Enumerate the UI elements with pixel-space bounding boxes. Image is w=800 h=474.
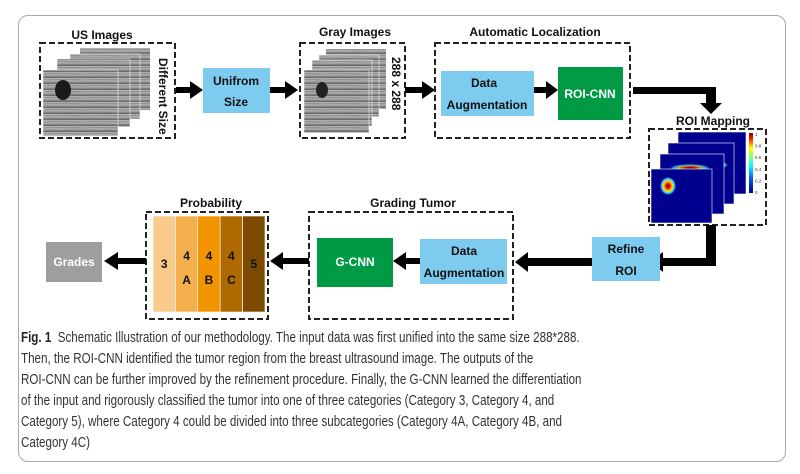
grading-tumor-box	[308, 211, 514, 320]
automatic-localization-title: Automatic Localization	[469, 25, 600, 39]
gray-images-group: Gray Images 288 x 288	[299, 25, 406, 139]
probability-bar-sublabel: B	[205, 273, 214, 287]
probability-bar-sublabel: A	[182, 273, 191, 287]
gray-images-title: Gray Images	[319, 25, 391, 39]
colorbar-tick-label: 0.4	[755, 167, 762, 172]
colorbar-tick-label: 0.2	[755, 178, 762, 183]
probability-bar-label: 4	[206, 249, 213, 263]
probability-bar-label: 5	[250, 257, 257, 271]
roi-cnn-box: ROI-CNN	[558, 67, 623, 120]
size-288-label: 288 x 288	[389, 57, 403, 111]
caption-line: Category 5), where Category 4 could be d…	[21, 414, 562, 430]
data-augmentation-label-1: Data	[471, 76, 497, 90]
gray-image-stack	[303, 49, 386, 134]
g-cnn-label: G-CNN	[335, 255, 374, 269]
arrow-right-icon	[534, 81, 558, 99]
arrow-left-icon	[393, 252, 420, 270]
gray-images-box	[299, 42, 406, 139]
data-augmentation-label-1: Data	[451, 244, 477, 258]
colorbar-tick-label: 0.8	[755, 144, 762, 149]
caption-line: Category 4C)	[21, 435, 90, 451]
colorbar-ticks: 1 0.8 0.6 0.4 0.2 0	[755, 132, 762, 195]
refine-roi-label-2: ROI	[615, 264, 636, 278]
g-cnn-box: G-CNN	[317, 238, 393, 287]
probability-bar-sublabel: C	[227, 273, 236, 287]
arrow-right-icon	[405, 81, 435, 99]
uniform-size-label-2: Size	[224, 95, 248, 109]
grades-box: Grades	[46, 242, 102, 282]
caption-label: Fig. 1	[21, 330, 52, 346]
different-size-label: Different Size	[156, 58, 170, 135]
caption-line: ROI-CNN can be further improved by the r…	[21, 372, 582, 388]
figure-frame	[18, 15, 786, 462]
data-augmentation-box: Data Augmentation	[441, 71, 534, 116]
probability-bar-label: 4	[228, 249, 235, 263]
arrow-elbow-left-icon	[650, 225, 716, 272]
data-augmentation-box-2: Data Augmentation	[420, 239, 507, 284]
uniform-size-label-1: Unifrom	[213, 74, 259, 88]
probability-bar	[197, 215, 221, 313]
automatic-localization-box	[434, 42, 631, 139]
roi-cnn-label: ROI-CNN	[564, 87, 615, 101]
figure-caption: Fig. 1 Schematic Illustration of our met…	[21, 328, 781, 454]
arrow-left-icon	[270, 252, 309, 270]
automatic-localization-group: Automatic Localization Data Augmentation…	[434, 25, 631, 139]
colorbar-tick-label: 0	[755, 190, 758, 195]
refine-roi-box: Refine ROI	[592, 237, 660, 281]
roi-mapping-title: ROI Mapping	[676, 114, 750, 128]
colorbar	[749, 133, 753, 193]
probability-bar-label: 3	[161, 257, 168, 271]
grades-label: Grades	[53, 255, 95, 269]
caption-text: Schematic Illustration of our methodolog…	[57, 330, 580, 346]
ultrasound-image-stack	[42, 48, 150, 137]
probability-bar	[219, 215, 243, 313]
arrow-right-icon	[270, 81, 298, 99]
roi-mapping-group: ROI Mapping 1 0.8 0.6 0.4 0.2 0	[648, 114, 767, 226]
probability-box	[145, 211, 269, 320]
refine-roi-label-1: Refine	[608, 242, 645, 256]
tumor-shape	[55, 80, 71, 100]
probability-bar-label: 4	[183, 249, 190, 263]
grading-tumor-group: Grading Tumor Data Augmentation G-CNN	[308, 196, 514, 320]
us-images-group: US Images Different Size	[39, 28, 176, 139]
probability-bar	[242, 215, 266, 313]
arrow-left-icon	[515, 252, 592, 272]
us-images-box	[39, 42, 176, 139]
data-augmentation-label-2: Augmentation	[424, 266, 505, 280]
arrow-elbow-down-icon	[633, 87, 722, 114]
caption-line: Fig. 1 Schematic Illustration of our met…	[21, 328, 629, 349]
heatmap-stack	[650, 131, 747, 224]
colorbar-tick-label: 1	[755, 132, 758, 137]
arrow-right-icon	[176, 81, 203, 99]
caption-line: Then, the ROI-CNN identified the tumor r…	[21, 351, 534, 367]
caption-line: of the input and rigorously classified t…	[21, 393, 555, 409]
probability-title: Probability	[180, 196, 242, 210]
uniform-size-box: Unifrom Size	[203, 68, 270, 113]
data-augmentation-label-2: Augmentation	[447, 98, 528, 112]
us-images-title: US Images	[71, 28, 133, 42]
colorbar-tick-label: 0.6	[755, 155, 762, 160]
grading-tumor-title: Grading Tumor	[370, 196, 456, 210]
arrow-left-icon	[104, 252, 146, 270]
probability-bar	[175, 215, 199, 313]
